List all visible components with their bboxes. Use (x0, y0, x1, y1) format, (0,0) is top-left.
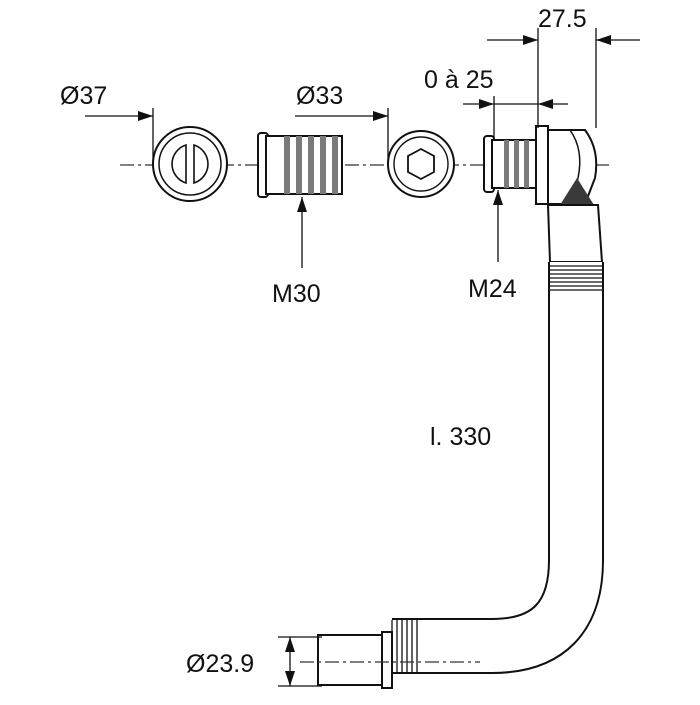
hose-length-label: l. 330 (430, 423, 491, 451)
hose-corrugation-bottom (391, 620, 418, 672)
threaded-sleeve (257, 132, 343, 198)
cover-diameter-label: Ø37 (60, 82, 107, 110)
dim-outlet-diameter: Ø23.9 (186, 636, 322, 687)
dim-thread-small: M24 (468, 190, 517, 303)
dim-thread-large: M30 (272, 197, 321, 308)
thread-large-label: M30 (272, 280, 321, 308)
hex-nut (387, 130, 455, 198)
hose-corrugation-top (550, 265, 602, 291)
flexible-hose (391, 262, 604, 674)
outlet-spigot (300, 631, 480, 689)
cover-cap (152, 126, 228, 202)
dim-offset-width: 27.5 (487, 5, 640, 128)
dim-adjust-range: 0 à 25 (424, 66, 568, 138)
body-diameter-label: Ø33 (296, 82, 343, 110)
dim-cover-diameter: Ø37 (60, 82, 154, 165)
overflow-body (483, 125, 604, 263)
adjust-range-label: 0 à 25 (424, 66, 494, 94)
outlet-diameter-label: Ø23.9 (186, 650, 254, 678)
offset-width-label: 27.5 (538, 5, 587, 33)
thread-small-label: M24 (468, 275, 517, 303)
dim-body-diameter: Ø33 (295, 82, 389, 165)
